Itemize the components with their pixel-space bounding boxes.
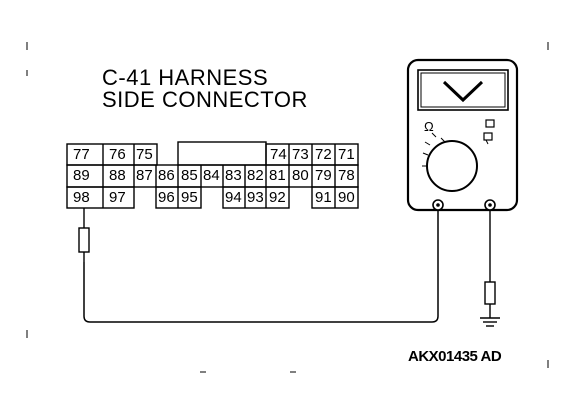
figure-code: AKX01435 AD [408, 348, 502, 365]
range-switch-1 [485, 119, 495, 128]
connector-title-line1: C-41 HARNESS [102, 65, 269, 90]
pin-label: 83 [225, 167, 242, 184]
pin-label: 95 [181, 189, 198, 206]
pin-label: 91 [315, 189, 332, 206]
range-switch-2 [483, 132, 493, 141]
pin-label: 84 [203, 167, 220, 184]
pin-label: 82 [247, 167, 264, 184]
connector-body [66, 141, 359, 209]
pin-label: 73 [292, 146, 309, 163]
pin-label: 80 [292, 167, 309, 184]
pin-label: 77 [73, 146, 90, 163]
pin-label: 76 [109, 146, 126, 163]
pin-label: 71 [338, 146, 355, 163]
pin-label: 85 [181, 167, 198, 184]
pin-label: 93 [247, 189, 264, 206]
pin-label: 72 [315, 146, 332, 163]
scan-border [26, 42, 549, 373]
pin-label: 98 [73, 189, 90, 206]
pin-label: 87 [136, 167, 153, 184]
pin-label: 96 [158, 189, 175, 206]
pin-label: 89 [73, 167, 90, 184]
selector-dial [426, 140, 478, 192]
display-needle-icon [442, 80, 484, 103]
pin-label: 90 [338, 189, 355, 206]
multimeter-display [417, 69, 509, 111]
ground-symbol [480, 317, 500, 327]
pin-label: 88 [109, 167, 126, 184]
test-lead-wire [83, 208, 439, 323]
pin-label: 78 [338, 167, 355, 184]
test-probe [78, 208, 90, 262]
pin-label: 75 [136, 146, 153, 163]
pin-label: 79 [315, 167, 332, 184]
pin-label: 81 [269, 167, 286, 184]
pin-label: 92 [269, 189, 286, 206]
pin-label: 86 [158, 167, 175, 184]
range-label: Ω [424, 119, 434, 134]
pin-label: 94 [225, 189, 242, 206]
pin-label: 74 [270, 146, 287, 163]
ground-lead [484, 208, 496, 318]
multimeter: Ω [406, 58, 519, 212]
connector-title-line2: SIDE CONNECTOR [102, 87, 308, 112]
pin-label: 97 [109, 189, 126, 206]
